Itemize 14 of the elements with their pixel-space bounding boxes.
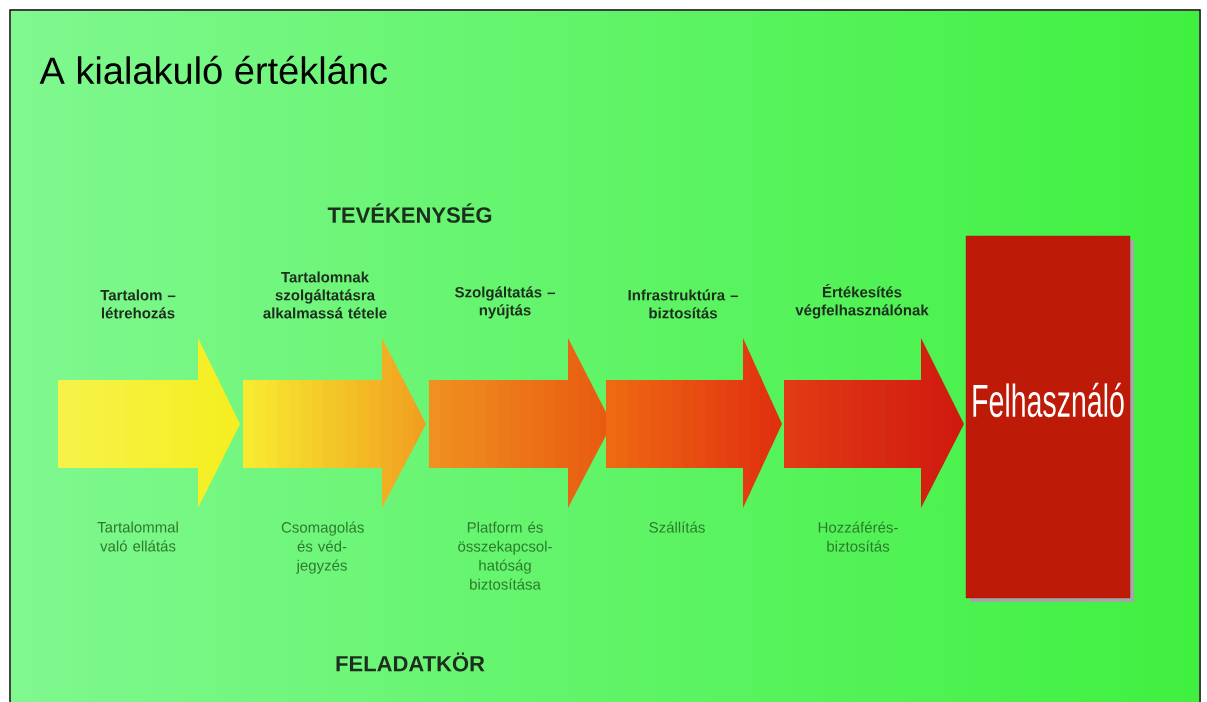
step-description: Csomagolás és véd-jegyzés	[281, 521, 364, 574]
step-heading: Szolgáltatás – nyújtás	[455, 286, 555, 319]
title: A kialakuló értéklánc	[39, 55, 387, 85]
step-description: Tartalommal való ellátás	[97, 521, 178, 552]
step-description: Szállítás	[649, 521, 705, 533]
step-heading: Infrastruktúra – biztosítás	[628, 289, 738, 319]
step-heading: Tartalom – létrehozás	[100, 289, 176, 319]
user-box: Felhasználó	[965, 235, 1134, 602]
step-heading: Értékesítés végfelhasználónak	[795, 284, 929, 319]
step-description: Platform és összekapcsol-hatóság biztosítása	[458, 521, 552, 590]
section-label: FELADATKÖR	[336, 652, 485, 672]
section-label: TEVÉKENYSÉG	[327, 203, 492, 223]
step-description: Hozzáférés-biztosítás	[818, 521, 898, 552]
step-heading: Tartalomnak szolgáltatásra alkalmassá tétele	[263, 271, 387, 319]
